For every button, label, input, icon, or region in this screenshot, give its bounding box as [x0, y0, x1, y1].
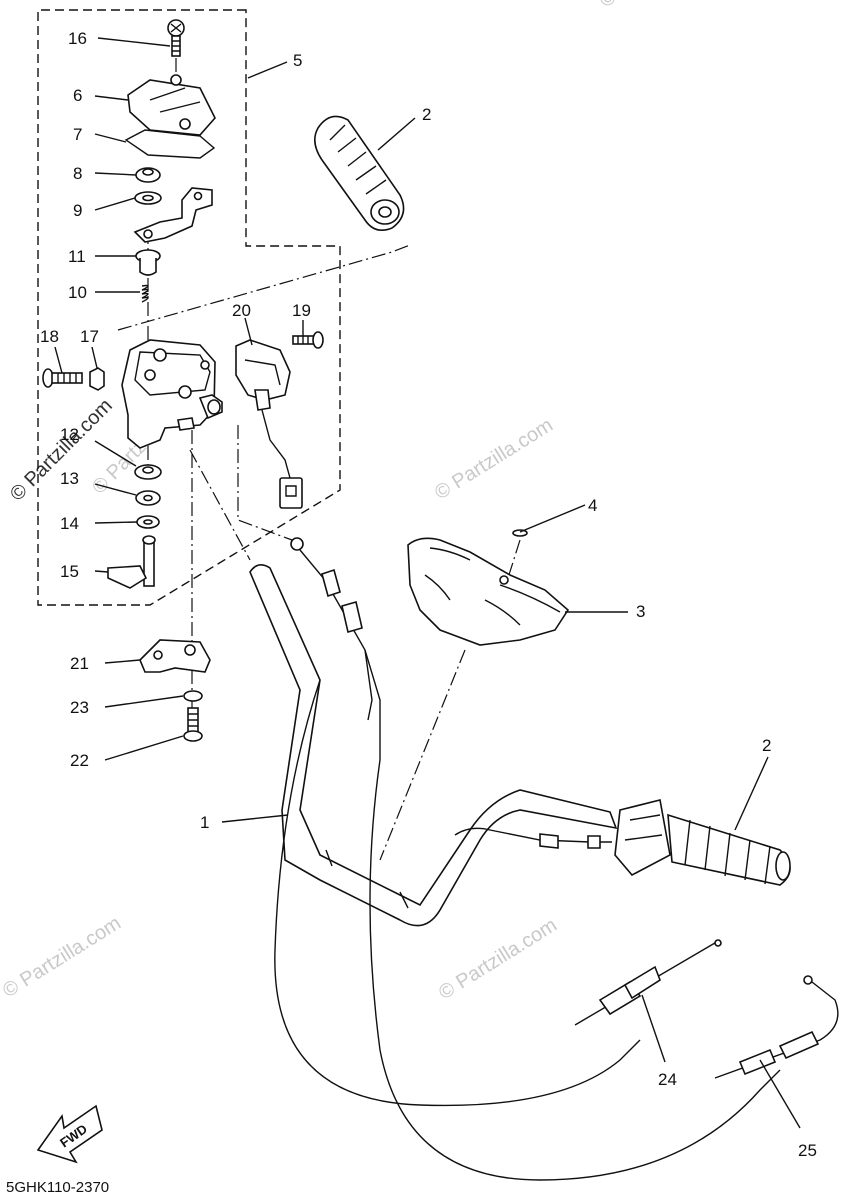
part-18-bolt: [42, 368, 83, 388]
leader-line: [54, 346, 63, 374]
throttle-cable: [290, 537, 381, 760]
callout-1: 1: [200, 813, 209, 832]
callout-25: 25: [798, 1141, 817, 1160]
part-23-washer: [183, 690, 203, 702]
part-20-switch: [235, 339, 303, 509]
part-2-grip-right: [614, 799, 791, 886]
callout-4: 4: [588, 496, 597, 515]
callout-3: 3: [636, 602, 645, 621]
watermark: © Partzilla.com: [431, 414, 557, 504]
cable-loop-left: [274, 679, 641, 1107]
part-13-washer: [135, 490, 161, 506]
callout-13: 13: [60, 469, 79, 488]
leader-line: [641, 994, 666, 1063]
leader-line: [221, 814, 289, 823]
part-7-gasket: [124, 129, 216, 159]
callout-11: 11: [68, 247, 86, 266]
watermark: © Partzilla.com: [0, 912, 125, 1002]
leader-line: [519, 504, 586, 533]
leader-line: [759, 1059, 801, 1129]
alignment-line: [379, 649, 466, 861]
callout-21: 21: [70, 654, 89, 673]
leader-line: [104, 695, 184, 708]
part-10-spring: [141, 284, 149, 303]
part-1-handlebar: [249, 564, 618, 927]
callout-17: 17: [80, 327, 99, 346]
part-14-oring: [136, 515, 160, 529]
alignment-line: [507, 539, 521, 579]
leader-line: [377, 117, 416, 151]
callout-22: 22: [70, 751, 89, 770]
leader-line: [91, 346, 98, 369]
part-24-cable: [574, 939, 722, 1026]
part-12-collar: [134, 464, 162, 480]
part-2-grip-top: [314, 115, 405, 231]
cable-loop-right: [369, 759, 781, 1181]
diagram-code: 5GHK110-2370: [6, 1179, 109, 1196]
part-4-clip: [512, 529, 528, 537]
leader-line: [97, 37, 171, 47]
callout-15: 15: [60, 562, 79, 581]
callout-23: 23: [70, 698, 89, 717]
alignment-line: [189, 449, 251, 561]
leader-line: [247, 61, 288, 79]
callout-10: 10: [68, 283, 87, 302]
callout-18: 18: [40, 327, 59, 346]
callout-2-top: 2: [422, 105, 431, 124]
part-9-bracket: [133, 187, 213, 243]
leader-line: [94, 197, 136, 211]
alignment-line: [117, 244, 411, 331]
switch-housing: [121, 339, 223, 449]
part-25-cable: [714, 975, 839, 1079]
leader-line: [244, 317, 253, 346]
callout-9: 9: [73, 201, 82, 220]
throttle-cable-right: [454, 827, 612, 849]
leader-line: [94, 172, 137, 176]
assembly-boundary: [37, 9, 341, 606]
leader-line: [94, 483, 137, 496]
callout-16: 16: [68, 29, 87, 48]
part-19-screw: [292, 331, 324, 349]
leader-line: [94, 570, 109, 573]
part-3-handlebar-cover: [407, 537, 570, 646]
callout-12: 12: [60, 425, 79, 444]
callout-6: 6: [73, 86, 82, 105]
callout-7: 7: [73, 125, 82, 144]
leader-line: [94, 521, 138, 524]
leader-line: [94, 133, 127, 143]
part-15-lever: [107, 535, 156, 589]
callout-19: 19: [292, 301, 311, 320]
part-17-nut: [89, 367, 105, 391]
watermark: © Partzilla.com: [596, 0, 722, 12]
callout-14: 14: [60, 514, 79, 533]
leader-line: [94, 440, 137, 467]
part-11-collar: [135, 249, 161, 276]
callout-2-right: 2: [762, 736, 771, 755]
leader-line: [104, 735, 184, 761]
callout-24: 24: [658, 1070, 677, 1089]
callout-20: 20: [232, 301, 251, 320]
callout-5: 5: [293, 51, 302, 70]
alignment-line: [237, 425, 293, 541]
callout-8: 8: [73, 164, 82, 183]
part-22-bolt: [183, 707, 203, 742]
part-6-cover: [127, 79, 216, 136]
part-16-screw: [167, 19, 185, 57]
leader-line: [94, 95, 129, 101]
leader-line: [734, 756, 769, 831]
watermark: © Partzilla.com: [435, 914, 561, 1004]
leader-line: [104, 659, 141, 664]
fwd-arrow: FWD: [36, 1104, 103, 1164]
part-21-clamp: [139, 639, 211, 673]
